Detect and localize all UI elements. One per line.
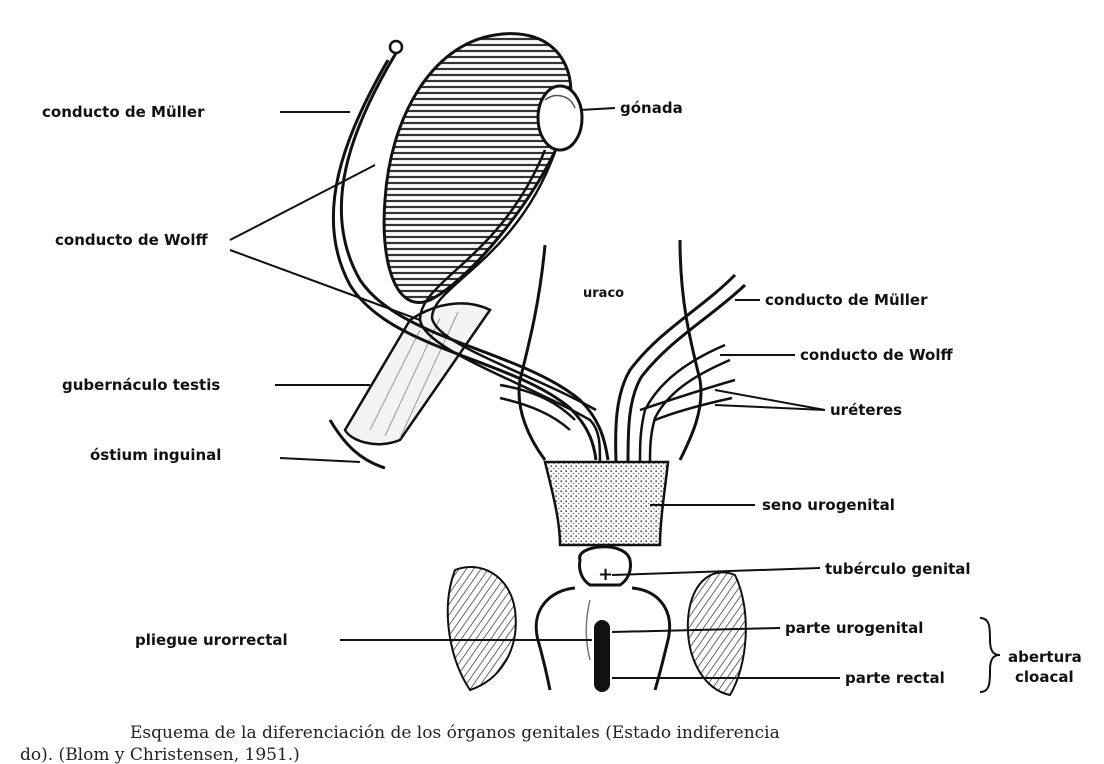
- label-conducto-wolff-left: conducto de Wolff: [55, 231, 208, 249]
- right-ducts: [616, 275, 745, 462]
- label-uraco: uraco: [583, 286, 624, 301]
- abertura-brace: [980, 618, 1000, 692]
- label-ostium: óstium inguinal: [90, 446, 221, 464]
- label-pliegue: pliegue urorrectal: [135, 631, 288, 649]
- label-seno: seno urogenital: [762, 496, 895, 514]
- label-cloacal: cloacal: [1015, 668, 1074, 686]
- svg-text:+: +: [598, 564, 613, 585]
- label-ureteres: uréteres: [830, 401, 902, 419]
- label-gubernaculo: gubernáculo testis: [62, 376, 220, 394]
- label-conducto-wolff-right: conducto de Wolff: [800, 346, 953, 364]
- urachus-outline: [519, 240, 701, 460]
- label-tuberculo: tubérculo genital: [825, 560, 971, 578]
- label-gonada: gónada: [620, 99, 683, 117]
- cloacal-region: +: [448, 547, 746, 695]
- gonad-shape: [538, 86, 582, 150]
- caption-line-1: Esquema de la diferenciación de los órga…: [130, 723, 780, 743]
- label-conducto-muller-left: conducto de Müller: [42, 103, 205, 121]
- urogenital-sinus: [545, 462, 668, 545]
- caption-line-2: do). (Blom y Christensen, 1951.): [20, 745, 300, 764]
- ureters: [500, 385, 575, 430]
- caption: Esquema de la diferenciación de los órga…: [20, 723, 780, 764]
- label-parte-rectal: parte rectal: [845, 669, 945, 687]
- label-abertura: abertura: [1008, 648, 1082, 666]
- label-parte-urogenital: parte urogenital: [785, 619, 923, 637]
- label-conducto-muller-right: conducto de Müller: [765, 291, 928, 309]
